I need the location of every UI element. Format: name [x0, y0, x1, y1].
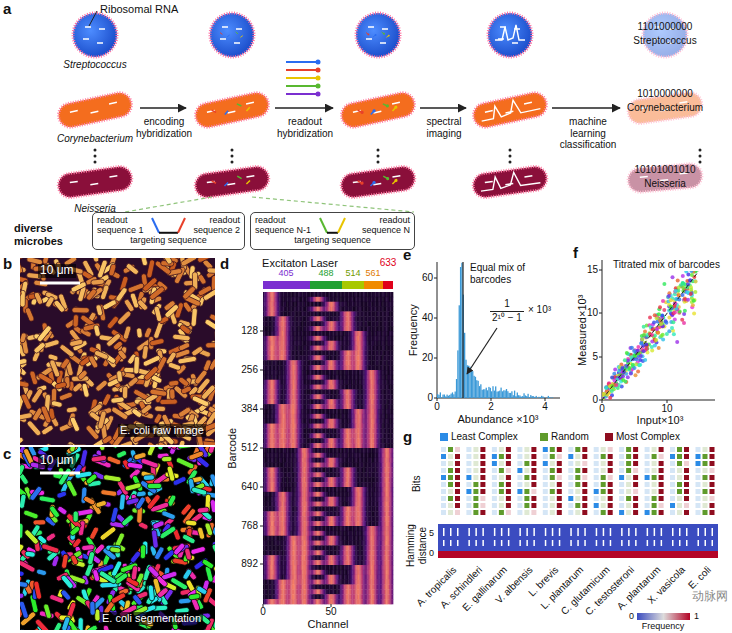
cell-rod: [155, 406, 166, 412]
cell-rod: [136, 491, 147, 498]
cell-rod: [81, 544, 94, 551]
cell-rod: [197, 507, 209, 514]
cell-rod: [73, 511, 78, 522]
cell-illustration: [56, 11, 703, 212]
figure-part: [509, 149, 512, 152]
spectra-heatmap: [263, 292, 393, 604]
figure-part: [193, 91, 270, 130]
figure-part: [316, 92, 321, 97]
cell-rod: [169, 389, 175, 400]
cell-rod: [116, 370, 123, 382]
figure-part: [472, 165, 549, 199]
figure-part: [699, 161, 702, 164]
plot-mark: [392, 292, 394, 297]
figure-part: [316, 68, 321, 73]
cell-rod: [90, 601, 96, 615]
figure-part: [231, 161, 234, 164]
cell-rod: [136, 328, 142, 339]
figure-part: [356, 13, 400, 57]
plot-mark: [392, 312, 394, 317]
figure-part: [383, 281, 393, 289]
plot-mark: [392, 297, 394, 302]
plot-mark: [392, 326, 394, 331]
figure-part: [316, 60, 321, 65]
cell-rod: [140, 545, 146, 559]
plot-mark: [392, 307, 394, 312]
cell-rod: [215, 330, 221, 349]
figure-part: [94, 149, 702, 164]
figure-part: [231, 155, 234, 158]
figure-part: [699, 149, 702, 152]
cell-rod: [124, 367, 135, 373]
figure-part: [94, 149, 97, 152]
figure-part: [364, 281, 383, 289]
figure-part: [339, 91, 416, 130]
figure-part: [340, 165, 417, 199]
cell-rod: [78, 618, 84, 633]
figure-part: [286, 62, 316, 94]
plot-mark: [392, 316, 394, 321]
plot-mark: [392, 331, 394, 336]
figure-part: [210, 13, 254, 57]
figure-part: [57, 165, 134, 199]
plot-mark: [392, 321, 394, 326]
figure-part: [194, 165, 271, 199]
cell-rod: [33, 520, 46, 526]
figure-part: [342, 281, 364, 289]
cell-rod: [161, 456, 172, 462]
figure-part: [231, 149, 234, 152]
cell-rod: [122, 386, 128, 399]
plot-mark: [392, 341, 394, 346]
figure-part: [310, 281, 342, 289]
figure-part: [263, 281, 310, 289]
cell-rod: [17, 523, 23, 538]
cell-rod: [134, 356, 140, 374]
figure-part: [509, 161, 512, 164]
cell-rod: [147, 483, 161, 488]
cell-rod: [214, 583, 225, 601]
cell-rod: [185, 520, 197, 526]
cell-rod: [91, 279, 105, 286]
cell-rod: [9, 363, 22, 382]
cell-rod: [72, 307, 89, 313]
figure-part: [316, 60, 321, 97]
cell-rod: [143, 475, 155, 481]
cell-rod: [11, 496, 20, 508]
cell-rod: [160, 399, 178, 405]
cell-rod: [73, 314, 79, 327]
figure-part: [316, 76, 321, 81]
cell-rod: [13, 355, 18, 366]
cell-rod: [10, 571, 24, 577]
figure-part: [73, 13, 117, 57]
figure-part: [56, 91, 133, 130]
figure-part: [316, 84, 321, 89]
figure-part: [488, 13, 532, 57]
figure-part: [377, 155, 380, 158]
cell-rod: [207, 268, 221, 274]
plot-mark: [392, 302, 394, 307]
figure-part: [94, 161, 97, 164]
cell-rod: [215, 477, 224, 494]
laser-bar: [263, 281, 393, 289]
figure-part: [377, 149, 380, 152]
cell-rod: [17, 247, 35, 260]
cell-rod: [12, 492, 19, 504]
cell-rod: [206, 342, 223, 347]
figure-part: [94, 155, 97, 158]
cell-rod: [12, 248, 20, 260]
figure-part: [377, 161, 380, 164]
figure-part: [125, 197, 414, 212]
cell-rod: [191, 308, 198, 327]
figure-part: [699, 155, 702, 158]
figure-part: [509, 155, 512, 158]
cell-rod: [9, 428, 20, 441]
plot-mark: [392, 336, 394, 341]
